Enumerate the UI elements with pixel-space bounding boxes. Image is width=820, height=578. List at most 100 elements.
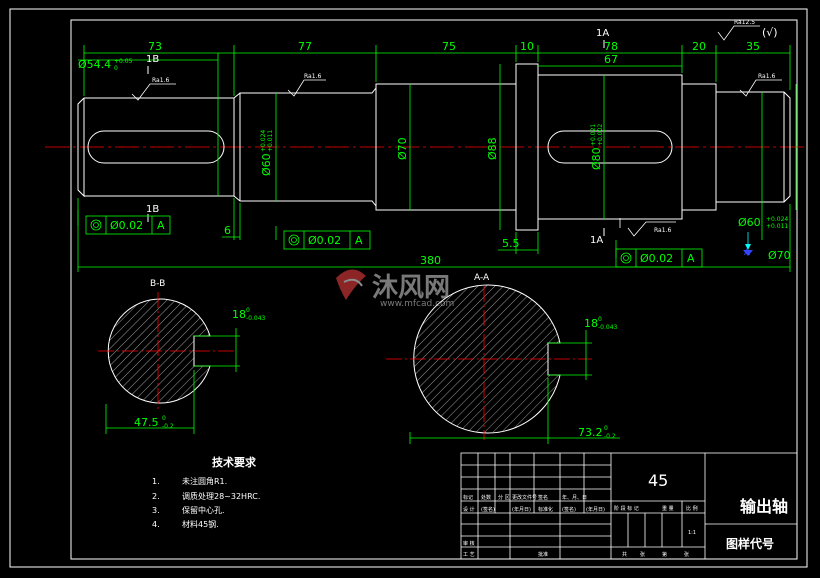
label-datum-a: A <box>744 248 751 258</box>
dia-54-4-tol-up: +0.05 <box>114 58 133 65</box>
tb-review: 审 核 <box>463 540 475 547</box>
section-label-texts: 1B 1B 1A 1A A B-B A-A <box>146 28 751 289</box>
tech-req-3-num: 3. <box>152 506 160 515</box>
roughness-general: Ra12.5 <box>734 19 755 26</box>
tb-row-label-1: 标记 <box>463 494 473 501</box>
dia-60-right-tol-low: +0.011 <box>766 223 788 230</box>
dim-77: 77 <box>298 40 312 53</box>
tb-drawing-no-label: 图样代号 <box>726 536 774 551</box>
roughness-right: Ra1.6 <box>758 73 775 80</box>
tb-sheet-3: 第 <box>662 551 667 558</box>
aa-depth-tol-up: 0 <box>604 425 608 432</box>
tolerance-frame-1: Ø0.02 A <box>85 215 171 235</box>
tb-stage-2: 重 量 <box>662 505 674 512</box>
tb-design-4: 标准化 <box>538 506 553 513</box>
dim-6: 6 <box>224 224 231 237</box>
shaft-outline <box>77 63 791 231</box>
watermark-brand: 沐风网 <box>372 273 450 303</box>
dim-78: 78 <box>604 40 618 53</box>
tech-req-title: 技术要求 <box>212 455 257 469</box>
dia-88: Ø88 <box>486 137 499 160</box>
roughness-left: Ra1.6 <box>152 77 169 84</box>
inner-frame <box>70 19 798 560</box>
bb-depth-tol-low: -0.2 <box>162 423 174 430</box>
tb-row-label-4: 更改文件号 <box>512 494 537 501</box>
roughness-texts: Ra1.6 Ra1.6 Ra1.6 Ra1.6 Ra12.5 (√) <box>152 19 778 234</box>
dim-75: 75 <box>442 40 456 53</box>
datum-a-marker <box>743 232 753 256</box>
tech-req-4-text: 材料45钢. <box>182 519 219 529</box>
dim-380: 380 <box>420 254 441 267</box>
tech-req-1-num: 1. <box>152 477 160 486</box>
tb-stage-1: 阶 段 标 记 <box>614 505 639 512</box>
roughness-mid: Ra1.6 <box>304 73 321 80</box>
dia-60-right-tol-up: +0.024 <box>766 216 788 223</box>
dim-20: 20 <box>692 40 706 53</box>
section-bb-view: 18 0 -0.043 47.5 0 -0.2 <box>98 292 266 434</box>
watermark-logo-icon <box>336 269 366 300</box>
tb-design-3: (年月日) <box>512 506 531 513</box>
label-1b-top: 1B <box>146 54 159 65</box>
dim-5-5: 5.5 <box>502 237 520 250</box>
label-1a-bottom: 1A <box>590 235 603 246</box>
dimension-lines <box>77 45 797 272</box>
dim-35: 35 <box>746 40 760 53</box>
tol-frame-3-datum: A <box>687 252 695 265</box>
dia-60-right: Ø60 <box>738 216 761 229</box>
roughness-general-mark: (√) <box>762 26 778 39</box>
tech-req-1-text: 未注圆角R1. <box>182 476 227 486</box>
bb-key-width: 18 <box>232 308 246 321</box>
dim-10: 10 <box>520 40 534 53</box>
tech-req-4-num: 4. <box>152 520 160 529</box>
bb-key-width-tol-low: -0.043 <box>246 315 266 322</box>
dia-60-tol-up: +0.024 <box>260 130 267 152</box>
dia-80-tol-low: +0.002 <box>597 124 604 146</box>
title-block-text: 45 输出轴 图样代号 标记 处数 分 区 更改文件号 签名 年、月、日 设 计… <box>463 471 788 558</box>
tb-design-2: (签名) <box>481 506 495 513</box>
dia-54-4-tol-low: 0 <box>114 65 118 72</box>
dimension-texts: 73 77 75 10 78 20 35 67 380 6 5.5 <box>148 40 760 267</box>
roughness-symbols <box>131 25 782 237</box>
aa-depth: 73.2 <box>578 426 603 439</box>
tb-sheet-2: 张 <box>640 551 645 558</box>
tb-design-1: 设 计 <box>463 506 475 513</box>
tech-req-2-num: 2. <box>152 492 160 501</box>
tol-frame-1-value: Ø0.02 <box>110 219 143 232</box>
tb-sheet-1: 共 <box>622 551 627 558</box>
tol-frame-3-value: Ø0.02 <box>640 252 673 265</box>
dim-67: 67 <box>604 53 618 66</box>
tb-approve: 批准 <box>538 551 548 558</box>
dia-80-tol-up: +0.021 <box>590 124 597 146</box>
dia-54-4: Ø54.4 <box>78 58 111 71</box>
tolerance-frame-2: Ø0.02 A <box>283 230 371 250</box>
aa-depth-tol-low: -0.2 <box>604 433 616 440</box>
label-section-aa: A-A <box>474 273 490 283</box>
aa-key-width: 18 <box>584 317 598 330</box>
dia-70: Ø70 <box>396 137 409 160</box>
section-aa-view: 18 0 -0.043 73.2 0 -0.2 <box>386 284 620 444</box>
tech-req-2-text: 调质处理28~32HRC. <box>182 491 260 501</box>
dia-80: Ø80 <box>590 147 603 170</box>
tol-frame-2-value: Ø0.02 <box>308 234 341 247</box>
outer-frame <box>9 8 808 568</box>
bb-key-width-tol-up: 0 <box>246 307 250 314</box>
tb-design-6: (年月日) <box>586 506 605 513</box>
tb-row-label-6: 年、月、日 <box>562 494 587 501</box>
watermark-url: www.mfcad.com <box>380 299 454 309</box>
tb-part-name: 输出轴 <box>740 497 788 516</box>
dim-73: 73 <box>148 40 162 53</box>
dia-60: Ø60 <box>260 153 273 176</box>
bb-depth-tol-up: 0 <box>162 415 166 422</box>
tb-design-5: (签名) <box>562 506 576 513</box>
tol-frame-1-datum: A <box>157 219 165 232</box>
tb-sheet-4: 张 <box>684 551 689 558</box>
section-cut-markers <box>147 40 605 236</box>
label-1a-top: 1A <box>596 28 609 39</box>
label-1b-bottom: 1B <box>146 204 159 215</box>
tb-row-label-3: 分 区 <box>498 494 510 501</box>
dia-70-right: Ø70 <box>768 249 791 262</box>
aa-key-width-tol-up: 0 <box>598 316 602 323</box>
bb-depth: 47.5 <box>134 416 159 429</box>
tech-req-3-text: 保留中心孔. <box>182 505 225 515</box>
